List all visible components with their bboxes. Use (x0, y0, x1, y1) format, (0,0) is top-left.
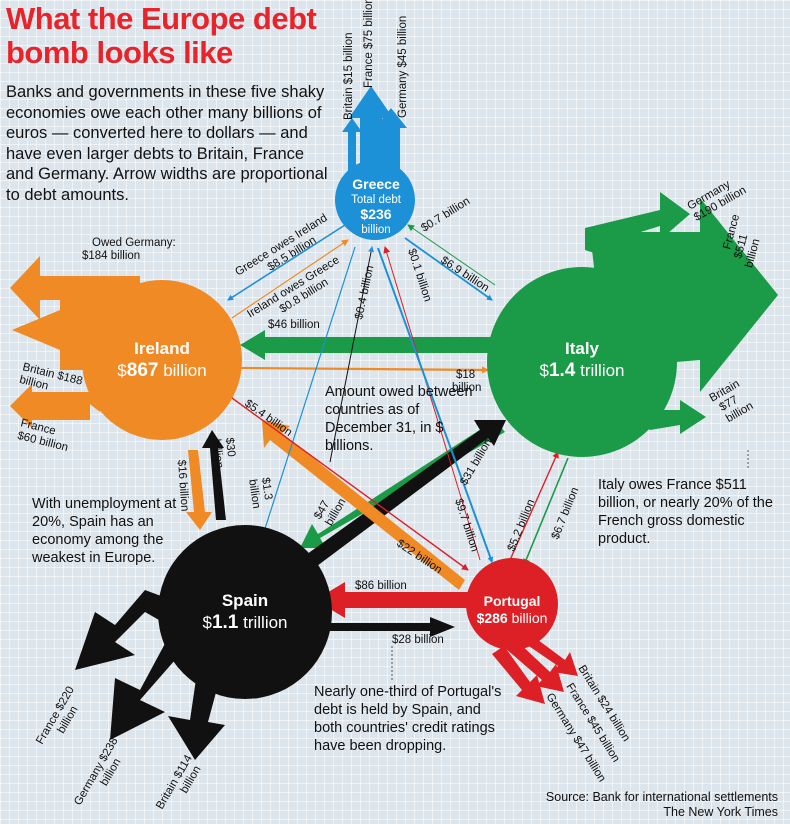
arrow-portugal-greece (383, 246, 481, 561)
source-credit: Source: Bank for international settlemen… (546, 790, 778, 820)
label-greece-italy: $6.9 billion (438, 254, 491, 294)
spain-node[interactable] (158, 525, 332, 699)
label-italy-ireland: $46 billion (268, 319, 320, 331)
arrow-portugal-france (505, 640, 564, 692)
note-portugal: Nearly one-third of Portugal's debt is h… (314, 684, 502, 754)
spain-amount: $1.1 trillion (202, 612, 287, 633)
portugal-external-arrows (492, 634, 578, 704)
label-ireland-italy-unit: billion (452, 382, 481, 394)
publisher-line: The New York Times (663, 805, 778, 819)
intro-text: Banks and governments in these five shak… (6, 83, 328, 204)
note-spain: With unemployment at 20%, Spain has an e… (32, 496, 177, 566)
greece-unit: billion (361, 224, 390, 236)
label-ireland-france: France$60 billion (16, 417, 72, 454)
arrow-italy-ireland (240, 330, 500, 360)
spain-name: Spain (222, 591, 268, 610)
arrow-spain-france (75, 590, 185, 670)
label-italy-greece: $0.7 billion (419, 195, 472, 234)
label-italy-britain: Britain$77billion (708, 377, 756, 427)
arrow-portugal-ireland (262, 420, 465, 590)
arrow-portugal-britain (520, 634, 578, 676)
label-spain-ireland: $30billion (210, 437, 238, 469)
arrow-portugal-germany (492, 646, 545, 704)
portugal-name: Portugal (484, 593, 541, 609)
source-line: Source: Bank for international settlemen… (545, 790, 778, 804)
label-greece-britain: Britain $15 billion (343, 32, 355, 120)
arrow-spain-greece (329, 246, 374, 463)
ireland-node[interactable] (82, 280, 242, 440)
greece-amount: $236 (360, 206, 391, 222)
arrow-ireland-greece (231, 239, 349, 319)
label-greece-germany: Germany $45 billion (397, 16, 409, 118)
label-spain-britain: Britain $114billion (154, 753, 206, 818)
note-amount-owed: Amount owed between countries as of Dece… (325, 384, 473, 454)
arrow-portugal-spain (315, 582, 470, 618)
greece-node[interactable] (335, 160, 415, 240)
arrow-ireland-france-main (10, 384, 90, 428)
label-ireland-germany: Owed Germany:$184 billion (82, 237, 176, 262)
italy-amount: $1.4 trillion (539, 360, 624, 381)
arrow-italy-portugal (523, 457, 569, 566)
ireland-name: Ireland (134, 339, 190, 358)
greece-name: Greece (352, 176, 400, 192)
label-ireland-spain: $16 billion (175, 459, 191, 512)
arrow-greece-italy (404, 237, 493, 301)
label-greece-spain: $1.3billion (246, 477, 275, 510)
label-ireland-italy: $18 (456, 369, 475, 381)
label-italy-portugal: $6.7 billion (550, 486, 582, 541)
arrow-ireland-portugal (231, 397, 469, 571)
arrow-ireland-spain (186, 450, 212, 530)
label-greece-portugal: $9.7 billion (452, 497, 480, 553)
label-spain-portugal: $28 billion (392, 634, 444, 646)
portugal-amount: $286 billion (477, 610, 548, 626)
label-spain-france: France $220billion (34, 685, 88, 753)
label-spain-germany: Germany $238billion (72, 736, 132, 814)
arrow-greece-portugal (377, 247, 494, 563)
arrow-portugal-italy (509, 451, 559, 561)
arrow-greece-ireland (227, 224, 346, 301)
page-title: What the Europe debt bomb looks like (6, 1, 317, 70)
portugal-node[interactable] (466, 558, 558, 650)
ireland-amount: $867 billion (117, 360, 206, 381)
greece-total-label: Total debt (351, 194, 402, 206)
arrow-ireland-germany (10, 256, 140, 320)
label-portugal-spain: $86 billion (355, 580, 407, 592)
arrow-italy-britain (640, 400, 706, 434)
italy-node[interactable] (487, 267, 677, 457)
arrow-greece-britain (342, 118, 362, 180)
arrow-spain-ireland (202, 430, 226, 520)
label-spain-greece: $0.4 billion (353, 264, 376, 320)
note-italy: Italy owes France $511 billion, or nearl… (598, 477, 773, 547)
arrow-ireland-italy (237, 366, 489, 374)
arrow-greece-spain (260, 246, 356, 539)
label-greece-france: France $75 billion (363, 0, 375, 88)
arrow-italy-greece (407, 224, 496, 286)
greece-external-arrows (342, 86, 407, 180)
italy-name: Italy (565, 339, 600, 358)
arrow-spain-portugal (330, 617, 455, 637)
